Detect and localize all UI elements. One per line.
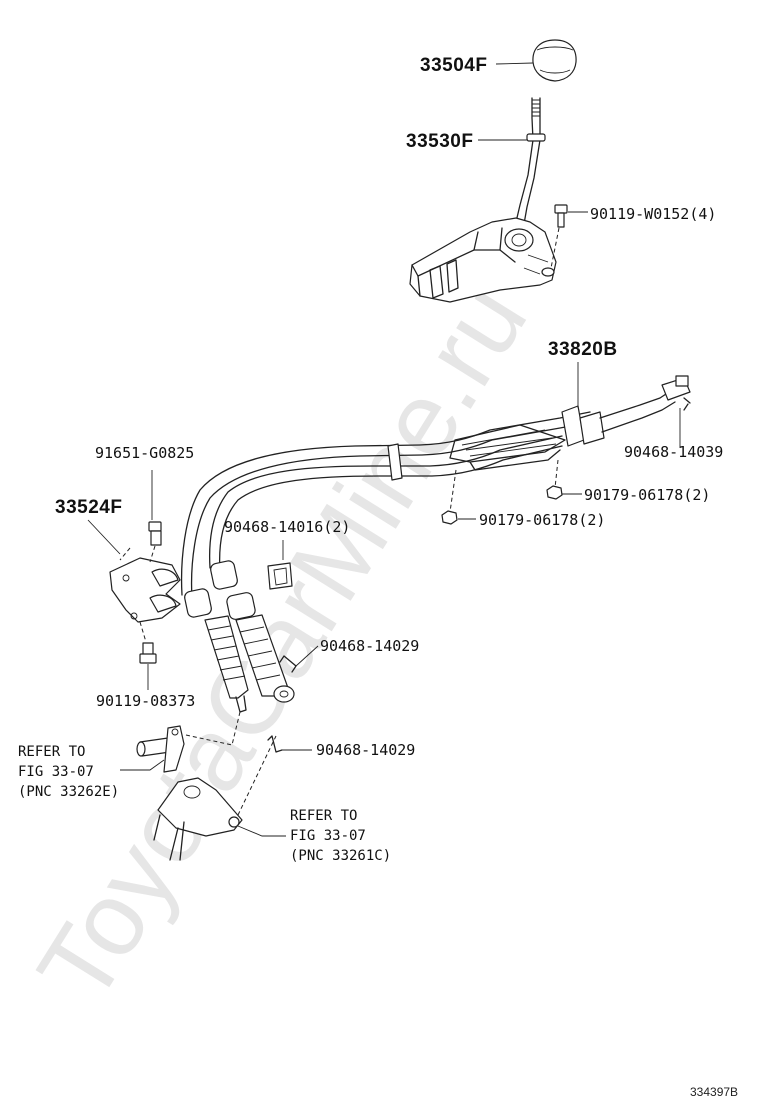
label-cable: 33820B: [548, 339, 618, 360]
refer-right-line1: REFER TO: [290, 808, 357, 824]
cable-end-left-drawing: [184, 588, 249, 713]
label-clip-upper-right: 90468-14039: [624, 443, 723, 461]
shift-lever-drawing: [515, 97, 546, 225]
refer-left-line3: (PNC 33262E): [18, 784, 119, 800]
shift-knob-drawing: [532, 39, 577, 82]
label-bracket-bolt-top: 91651-G0825: [95, 444, 194, 462]
lever-right-drawing: [153, 735, 286, 861]
refer-left-line1: REFER TO: [18, 744, 85, 760]
bracket-drawing: [87, 519, 181, 623]
label-clip-mid: 90468-14029: [320, 637, 419, 655]
refer-right-line3: (PNC 33261C): [290, 848, 391, 864]
label-clip-center: 90468-14016(2): [224, 518, 350, 536]
refer-right-line2: FIG 33-07: [290, 828, 366, 844]
clip-lower-drawing: [267, 735, 312, 753]
label-bracket: 33524F: [55, 497, 122, 518]
label-lever-bolt: 90119-W0152(4): [590, 205, 716, 223]
label-nut-center: 90179-06178(2): [479, 511, 605, 529]
shift-lever-housing-drawing: [409, 217, 557, 303]
nut-right-drawing: [546, 459, 582, 500]
label-nut-right: 90179-06178(2): [584, 486, 710, 504]
bracket-bolt-top-drawing: [119, 470, 162, 563]
watermark: ToyotaCarMine.ru: [16, 265, 549, 1023]
label-lever: 33530F: [406, 131, 473, 152]
cable-end-right-drawing: [210, 560, 295, 703]
figure-code: 334397B: [690, 1085, 738, 1099]
refer-left-line2: FIG 33-07: [18, 764, 94, 780]
label-knob: 33504F: [420, 55, 487, 76]
label-bracket-bolt-bottom: 90119-08373: [96, 692, 195, 710]
bracket-bolt-bottom-drawing: [139, 621, 157, 690]
clip-center-drawing: [267, 540, 293, 590]
lever-bolt-drawing: [550, 204, 588, 269]
shift-cables-drawing: [180, 362, 691, 599]
clip-mid-drawing: [279, 645, 319, 673]
label-clip-lower: 90468-14029: [316, 741, 415, 759]
nut-center-drawing: [441, 469, 476, 525]
linkage-left-drawing: [120, 711, 241, 773]
